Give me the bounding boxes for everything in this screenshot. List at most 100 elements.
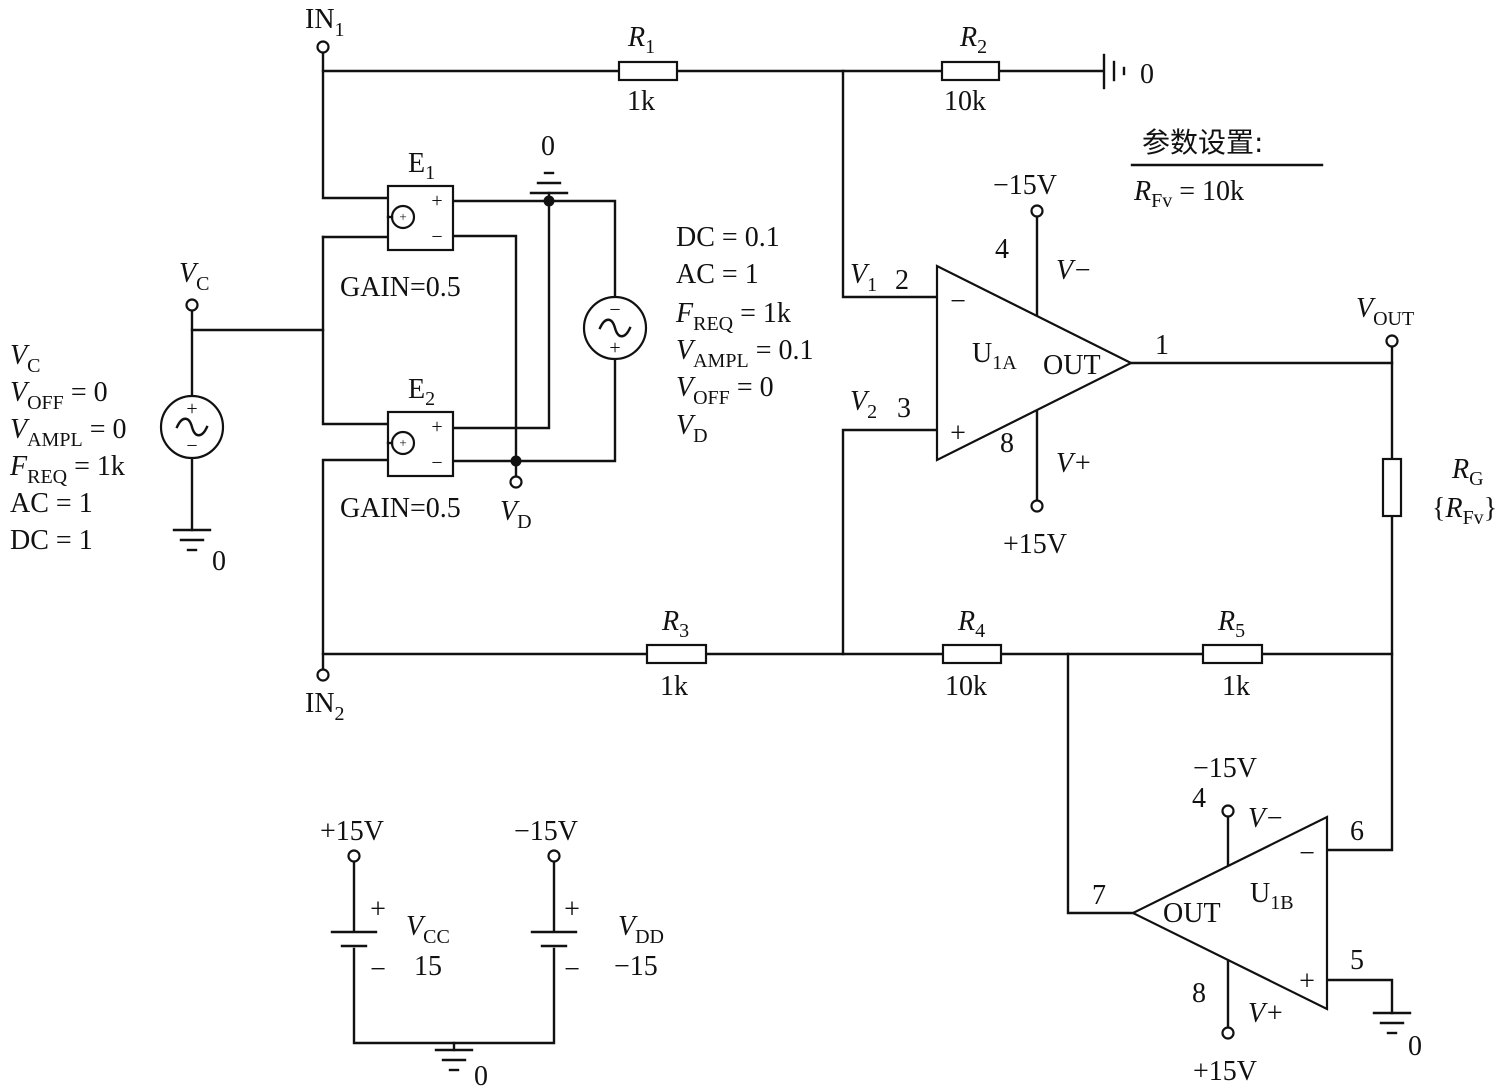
wire-e2-to-in2 xyxy=(321,458,390,670)
vd-param-ac: AC = 1 xyxy=(676,259,759,290)
u1b-pin-out: 7 xyxy=(1092,880,1106,911)
in1-label: IN1 xyxy=(305,4,345,41)
resistor-r4[interactable] xyxy=(941,643,1003,665)
vc-param-ac: AC = 1 xyxy=(10,488,93,519)
resistor-r2[interactable] xyxy=(940,60,1001,82)
opamp-u1a-plus-sign: + xyxy=(950,418,966,449)
wire-in1-to-e1 xyxy=(321,52,390,200)
battery-vdd-minus-sign: − xyxy=(564,954,580,985)
wire-u1b-output-feedback xyxy=(1066,652,1135,915)
source-vc[interactable]: + − xyxy=(159,394,225,460)
u1a-neg-supply-terminal[interactable] xyxy=(1030,204,1044,218)
u1a-pin-noninv: 3 xyxy=(897,393,911,424)
vcvs-e1-inner-plus: + xyxy=(399,209,406,224)
rg-value: {RFv} xyxy=(1432,493,1497,529)
u1b-vplus-label: V+ xyxy=(1248,998,1284,1029)
resistor-r1[interactable] xyxy=(617,60,679,82)
u1b-supply-neg: −15V xyxy=(1193,753,1257,784)
u1a-supply-neg: −15V xyxy=(993,170,1057,201)
vcvs-e1-minus-sign: − xyxy=(431,226,442,248)
e2-gain: GAIN=0.5 xyxy=(340,493,461,524)
vd-node-label: VD xyxy=(500,496,532,533)
vcvs-e1[interactable]: + + − xyxy=(386,184,455,252)
vdd-node-label: −15V xyxy=(514,816,578,847)
wire-u1b-noninv-to-gnd xyxy=(1325,978,1394,1015)
resistor-r5[interactable] xyxy=(1201,643,1264,665)
opamp-u1a[interactable]: − + xyxy=(935,264,1134,462)
ground-symbol-u1b xyxy=(1372,1011,1412,1035)
battery-vdd[interactable]: + − xyxy=(530,894,580,985)
ground-label-e: 0 xyxy=(541,131,555,162)
in2-label: IN2 xyxy=(305,688,345,725)
r2-value: 10k xyxy=(944,86,986,117)
battery-vcc[interactable]: + − xyxy=(330,894,386,985)
params-title: 参数设置: xyxy=(1142,126,1263,159)
source-vd[interactable]: − + xyxy=(582,295,648,361)
vcvs-e1-plus-sign: + xyxy=(431,190,442,212)
r4-value: 10k xyxy=(945,671,987,702)
vcc-node-label: +15V xyxy=(320,816,384,847)
resistor-r3[interactable] xyxy=(645,643,708,665)
battery-vcc-plus-sign: + xyxy=(370,894,386,925)
in2-terminal[interactable] xyxy=(316,668,330,682)
wire-bus-vertical xyxy=(321,235,390,426)
v1-label: V1 xyxy=(850,259,877,296)
u1b-pos-supply-terminal[interactable] xyxy=(1221,1026,1235,1040)
vc-param-dc: DC = 1 xyxy=(10,525,93,556)
vcvs-e2-plus-sign: + xyxy=(431,416,442,438)
opamp-u1b[interactable]: − + xyxy=(1130,815,1329,1011)
ground-label-batteries: 0 xyxy=(474,1061,488,1090)
u1a-out-label: OUT xyxy=(1043,350,1101,381)
ground-label-u1b: 0 xyxy=(1408,1031,1422,1062)
u1b-pin-vplus: 8 xyxy=(1192,978,1206,1009)
junction-dot-vd xyxy=(510,455,522,467)
wires xyxy=(190,52,1394,1052)
r3-label: R3 xyxy=(661,606,689,642)
vd-source-params: DC = 0.1 AC = 1 FREQ = 1k VAMPL = 0.1 VO… xyxy=(675,222,813,447)
vout-label: VOUT xyxy=(1356,293,1414,330)
vc-param-name: VC xyxy=(10,340,40,377)
in1-terminal[interactable] xyxy=(316,40,330,54)
u1a-pos-supply-terminal[interactable] xyxy=(1030,499,1044,513)
resistor-rg[interactable] xyxy=(1381,457,1403,518)
r2-label: R2 xyxy=(959,22,987,58)
e1-gain: GAIN=0.5 xyxy=(340,272,461,303)
u1b-pin-inv: 6 xyxy=(1350,816,1364,847)
u1a-supply-pos: +15V xyxy=(1003,529,1067,560)
e2-label: E2 xyxy=(408,374,435,410)
u1b-pin-noninv: 5 xyxy=(1350,945,1364,976)
u1b-neg-supply-terminal[interactable] xyxy=(1221,804,1235,818)
sine-icon xyxy=(175,417,209,437)
e1-label: E1 xyxy=(408,148,435,184)
wire-rg-to-u1b-inv xyxy=(1325,514,1394,852)
source-vd-minus-sign: − xyxy=(609,299,620,321)
source-vd-plus-sign: + xyxy=(609,337,620,359)
vcc-label: VCC xyxy=(406,911,450,948)
opamp-u1b-body xyxy=(1130,815,1329,1011)
vcc-terminal[interactable] xyxy=(347,849,361,863)
ground-symbol-batteries xyxy=(434,1048,474,1072)
u1b-supply-pos: +15V xyxy=(1193,1056,1257,1087)
vd-terminal[interactable] xyxy=(509,475,523,489)
ground-label-r2: 0 xyxy=(1140,59,1154,90)
vc-param-freq: FREQ = 1k xyxy=(9,451,125,488)
vc-param-voff: VOFF = 0 xyxy=(10,377,108,414)
r1-label: R1 xyxy=(627,22,655,58)
vcvs-e2[interactable]: + + − xyxy=(386,410,455,478)
u1b-out-label: OUT xyxy=(1163,898,1221,929)
vcc-value: 15 xyxy=(414,951,442,982)
u1a-pin-inv: 2 xyxy=(895,265,909,296)
wire-e1-plus-to-vd-source xyxy=(451,199,617,300)
vc-terminal[interactable] xyxy=(185,298,199,312)
vdd-terminal[interactable] xyxy=(547,849,561,863)
ground-label-vc: 0 xyxy=(212,546,226,577)
ground-symbol-e xyxy=(529,171,569,195)
r5-value: 1k xyxy=(1222,671,1250,702)
u1b-name: U1B xyxy=(1250,878,1294,914)
vd-param-voff: VOFF = 0 xyxy=(676,372,774,409)
u1b-vminus-label: V− xyxy=(1248,803,1284,834)
u1a-pin-vminus: 4 xyxy=(995,234,1009,265)
opamp-u1a-minus-sign: − xyxy=(950,286,966,317)
vd-param-freq: FREQ = 1k xyxy=(675,298,791,335)
vout-terminal[interactable] xyxy=(1385,334,1399,348)
